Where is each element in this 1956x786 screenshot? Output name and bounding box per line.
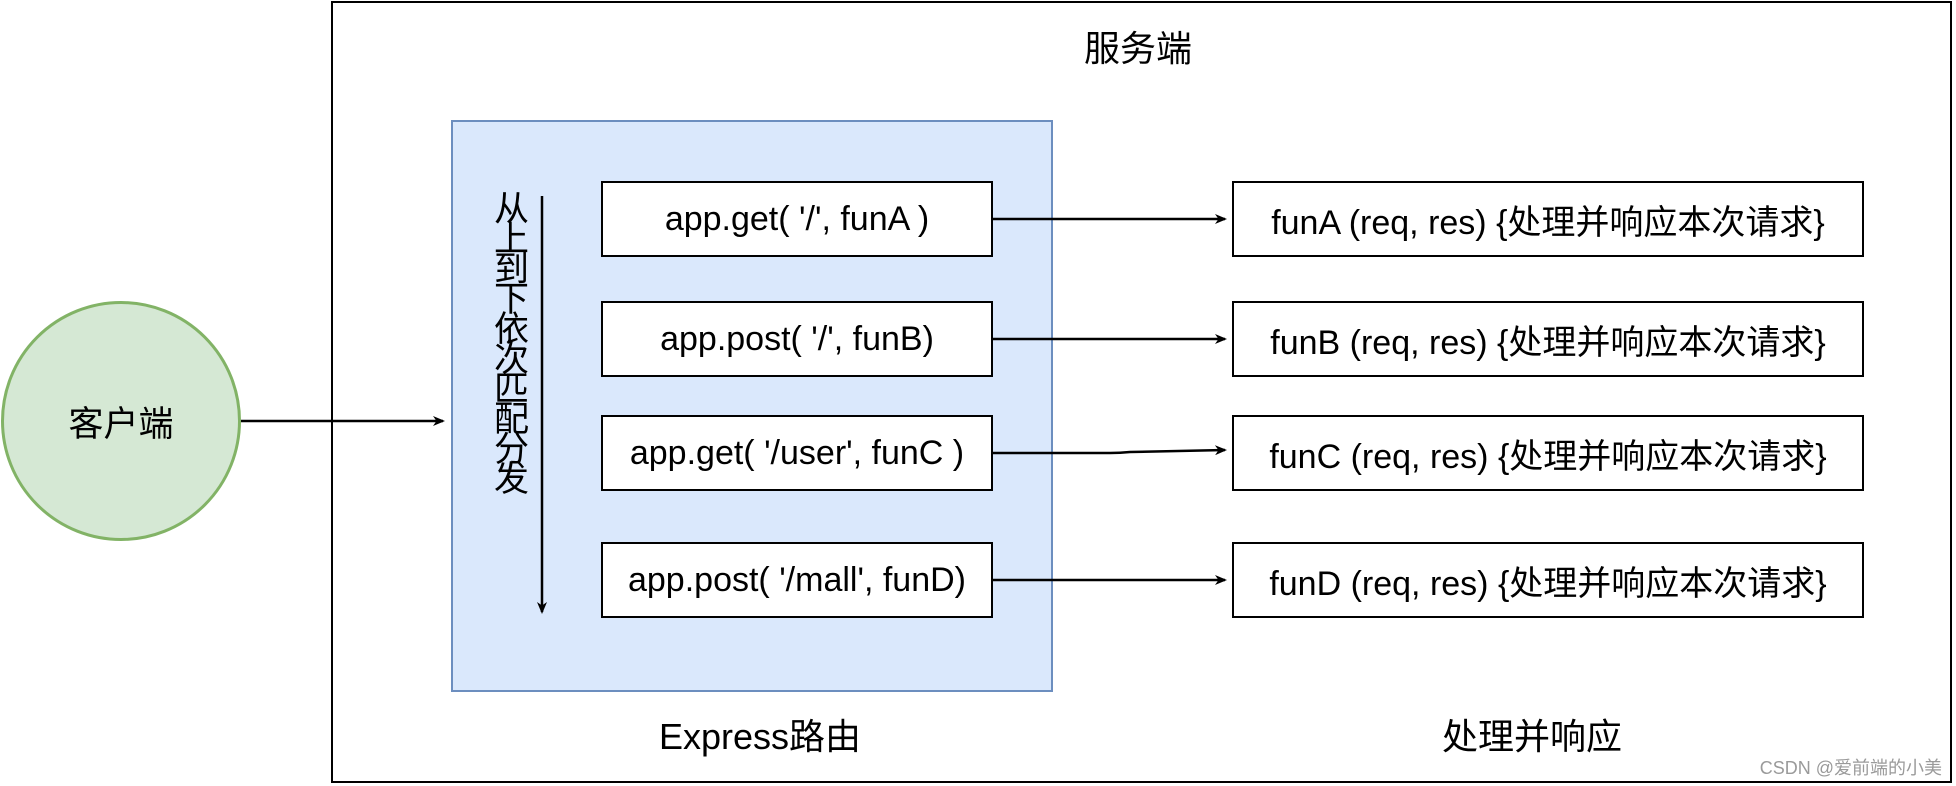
- server-frame: [331, 1, 1952, 783]
- handler-box-funA: funA (req, res) {处理并响应本次请求}: [1232, 181, 1864, 257]
- route-label: app.get( '/', funA ): [664, 199, 930, 238]
- match-order-note: 从上到下依次匹配分发: [489, 190, 528, 490]
- handler-box-funD: funD (req, res) {处理并响应本次请求}: [1232, 542, 1864, 618]
- handler-label: funB (req, res) {处理并响应本次请求}: [1270, 323, 1826, 362]
- route-box-post-mall: app.post( '/mall', funD): [601, 542, 993, 618]
- route-c-arrow: [993, 445, 1227, 456]
- handler-caption: 处理并响应: [1441, 716, 1622, 757]
- client-label: 客户端: [68, 404, 174, 444]
- handler-box-funC: funC (req, res) {处理并响应本次请求}: [1232, 415, 1864, 491]
- client-node: 客户端: [1, 301, 241, 541]
- route-label: app.get( '/user', funC ): [629, 433, 965, 472]
- route-box-get-root: app.get( '/', funA ): [601, 181, 993, 257]
- watermark: CSDN @爱前端的小美: [1759, 758, 1942, 778]
- route-box-post-root: app.post( '/', funB): [601, 301, 993, 377]
- route-box-get-user: app.get( '/user', funC ): [601, 415, 993, 491]
- route-label: app.post( '/', funB): [660, 319, 934, 358]
- router-caption: Express路由: [658, 716, 862, 757]
- handler-box-funB: funB (req, res) {处理并响应本次请求}: [1232, 301, 1864, 377]
- handler-label: funA (req, res) {处理并响应本次请求}: [1271, 203, 1825, 242]
- handler-label: funC (req, res) {处理并响应本次请求}: [1269, 437, 1827, 476]
- route-label: app.post( '/mall', funD): [627, 560, 966, 599]
- handler-label: funD (req, res) {处理并响应本次请求}: [1269, 564, 1827, 603]
- server-title: 服务端: [1083, 28, 1192, 69]
